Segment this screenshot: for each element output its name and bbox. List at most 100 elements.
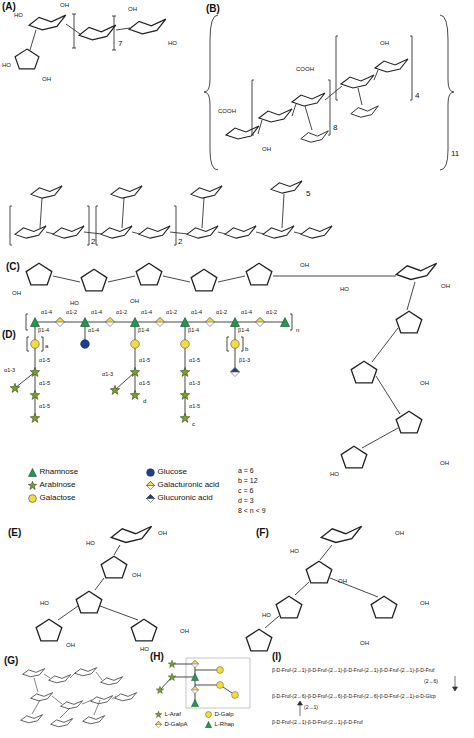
subscript-number: 2 — [91, 238, 95, 246]
parameter-text: a = 6 — [238, 467, 254, 474]
hydroxyl-label: HO — [330, 471, 339, 477]
panel-label: (I) — [272, 652, 281, 662]
swatch-shape — [28, 468, 36, 476]
hydroxyl-label: OH — [130, 298, 139, 304]
linkage-label: α1-4 — [41, 310, 52, 316]
legend-text: Glucose — [158, 468, 187, 476]
linkage-label: α1-3 — [189, 381, 200, 387]
linkage-label: α1-5 — [39, 404, 50, 410]
panel-label: (B) — [206, 4, 220, 14]
legend-item: Rhamnose — [28, 468, 79, 477]
linkage-label: α1-2 — [66, 310, 77, 316]
hydroxyl-label: HO — [86, 540, 95, 546]
legend-text: D-Galp — [215, 711, 234, 717]
legend-swatch — [205, 711, 212, 718]
legend-text: L-Araf — [165, 711, 181, 717]
linkage-label: α1-2 — [166, 310, 177, 316]
legend-item: Glucuronic acid — [146, 494, 213, 503]
linkage-label: β1-4 — [38, 328, 49, 334]
linkage-label: α1-5 — [39, 381, 50, 387]
hydroxyl-label: HO — [40, 600, 49, 606]
parameter-text: c = 6 — [238, 487, 253, 494]
hydroxyl-label: OH — [60, 2, 69, 8]
legend-swatch — [205, 721, 212, 728]
formula-text: β-D-Fruf-(2→1)-β-D-Fruf-(2→1)-β-D-Fruf — [272, 720, 363, 725]
linkage-label: β1-4 — [138, 328, 149, 334]
subscript-number: c — [192, 421, 195, 427]
legend-item: D-Galp — [205, 711, 234, 718]
hydroxyl-label: OH — [12, 290, 21, 296]
legend-swatch — [146, 481, 155, 490]
legend-text: Galacturonic acid — [158, 481, 220, 489]
legend-swatch — [146, 468, 155, 477]
legend-item: Arabinose — [28, 481, 76, 490]
swatch-shape — [146, 481, 154, 485]
legend-swatch — [146, 494, 155, 503]
linkage-label: α1-4 — [191, 310, 202, 316]
hydroxyl-label: HO — [2, 62, 11, 68]
linkage-label: α1-5 — [189, 404, 200, 410]
linkage-label: α1-3 — [102, 372, 113, 378]
legend-swatch — [28, 494, 37, 503]
parameter-text: 8 < n < 9 — [238, 507, 266, 514]
hydroxyl-label: COOH — [218, 108, 236, 114]
hydroxyl-label: OH — [128, 6, 137, 12]
legend-item: Galacturonic acid — [146, 481, 220, 490]
hydroxyl-label: COOH — [296, 66, 314, 72]
linkage-label: α1-4 — [88, 328, 99, 334]
legend-item: D-GalpA — [155, 721, 188, 728]
linkage-label: α1-5 — [189, 358, 200, 364]
subscript-number: b — [245, 346, 248, 352]
hydroxyl-label: HO — [290, 548, 299, 554]
subscript-number: 8 — [333, 124, 337, 132]
hydroxyl-label: HO — [340, 286, 349, 292]
linkage-label: α1-5 — [139, 381, 150, 387]
linkage-label: α1-2 — [216, 310, 227, 316]
hydroxyl-label: OH — [360, 640, 369, 646]
parameter-text: b = 12 — [238, 477, 258, 484]
hydroxyl-label: HO — [70, 300, 79, 306]
legend-swatch — [155, 721, 162, 728]
linkage-label: α1-2 — [266, 310, 277, 316]
hydroxyl-label: OH — [440, 460, 449, 466]
panel-label: (D) — [2, 330, 16, 340]
hydroxyl-label: OH — [441, 283, 450, 289]
legend-item: L-Araf — [155, 711, 181, 718]
hydroxyl-label: OH — [262, 146, 271, 152]
hydroxyl-label: OH — [420, 600, 429, 606]
swatch-shape — [205, 711, 211, 717]
panel-label: (E) — [8, 528, 21, 538]
formula-text: β-D-Fruf-(2→1)-β-D-Fruf-(2→1)-β-D-Fruf-(… — [272, 668, 434, 673]
swatch-shape — [205, 721, 211, 727]
linkage-label: β1-4 — [238, 328, 249, 334]
linkage-label: β1-3 — [239, 358, 250, 364]
legend-item: Glucose — [146, 468, 187, 477]
hydroxyl-label: OH — [395, 530, 404, 536]
panel-label: (F) — [256, 528, 269, 538]
swatch-shape — [155, 711, 162, 717]
hydroxyl-label: OH — [42, 76, 51, 82]
panel-label: (C) — [6, 262, 20, 272]
legend-text: Galactose — [40, 494, 76, 502]
subscript-number: 7 — [118, 40, 122, 48]
linkage-label: α1-4 — [141, 310, 152, 316]
swatch-shape — [28, 481, 36, 489]
hydroxyl-label: OH — [180, 628, 189, 634]
linkage-label: β1-4 — [188, 328, 199, 334]
linkage-label: α1-2 — [116, 310, 127, 316]
subscript-number: 5 — [306, 190, 310, 198]
hydroxyl-label: OH — [300, 262, 309, 268]
subscript-number: d — [143, 398, 146, 404]
hydroxyl-label: OH — [66, 642, 75, 648]
hydroxyl-label: OH — [338, 578, 347, 584]
linkage-label: α1-5 — [39, 358, 50, 364]
subscript-number: 4 — [415, 92, 419, 100]
linkage-label: α1-4 — [91, 310, 102, 316]
formula-text: (2→1) — [304, 705, 318, 710]
hydroxyl-label: OH — [380, 40, 389, 46]
linkage-label: α1-5 — [139, 358, 150, 364]
linkage-label: α1-3 — [4, 368, 15, 374]
legend-text: Rhamnose — [40, 468, 79, 476]
